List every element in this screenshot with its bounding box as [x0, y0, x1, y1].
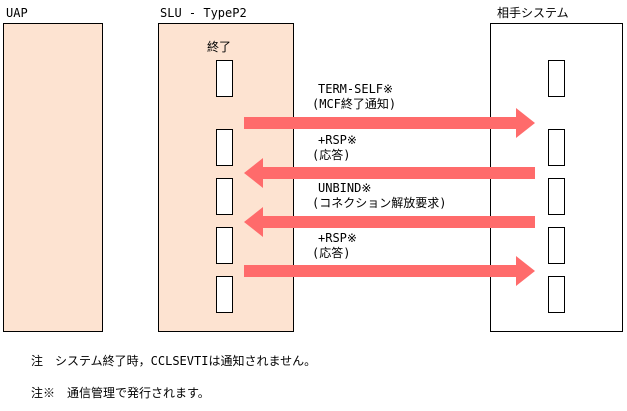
note-2: 注※ 通信管理で発行されます。: [31, 386, 210, 400]
message-rsp-2-label: +RSP※: [318, 231, 357, 245]
message-term-self-desc: (MCF終了通知): [312, 97, 397, 111]
slu-slot: [216, 276, 233, 313]
arrow-left-unbind: [244, 207, 535, 237]
message-term-self-label: TERM-SELF※: [318, 82, 394, 96]
message-rsp-1-label: +RSP※: [318, 133, 357, 147]
slu-slot: [216, 60, 233, 97]
partner-system-label: 相手システム: [497, 6, 569, 20]
uap-column: [3, 23, 103, 332]
partner-slot: [548, 276, 565, 313]
uap-label: UAP: [6, 6, 28, 20]
partner-slot: [548, 60, 565, 97]
arrow-left-rsp-1: [244, 158, 535, 188]
message-rsp-1-desc: (応答): [312, 148, 351, 162]
arrow-right-rsp-2: [244, 256, 535, 286]
slu-end-label: 終了: [207, 40, 232, 54]
partner-slot: [548, 178, 565, 215]
arrow-right-term-self: [244, 108, 535, 138]
message-rsp-2-desc: (応答): [312, 246, 351, 260]
partner-slot: [548, 227, 565, 264]
note-1: 注 システム終了時，CCLSEVTIは通知されません。: [31, 354, 317, 368]
slu-slot: [216, 178, 233, 215]
slu-label: SLU - TypeP2: [160, 6, 247, 20]
partner-slot: [548, 129, 565, 166]
slu-slot: [216, 227, 233, 264]
slu-slot: [216, 129, 233, 166]
message-unbind-label: UNBIND※: [318, 181, 372, 195]
message-unbind-desc: (コネクション解放要求): [312, 196, 447, 210]
